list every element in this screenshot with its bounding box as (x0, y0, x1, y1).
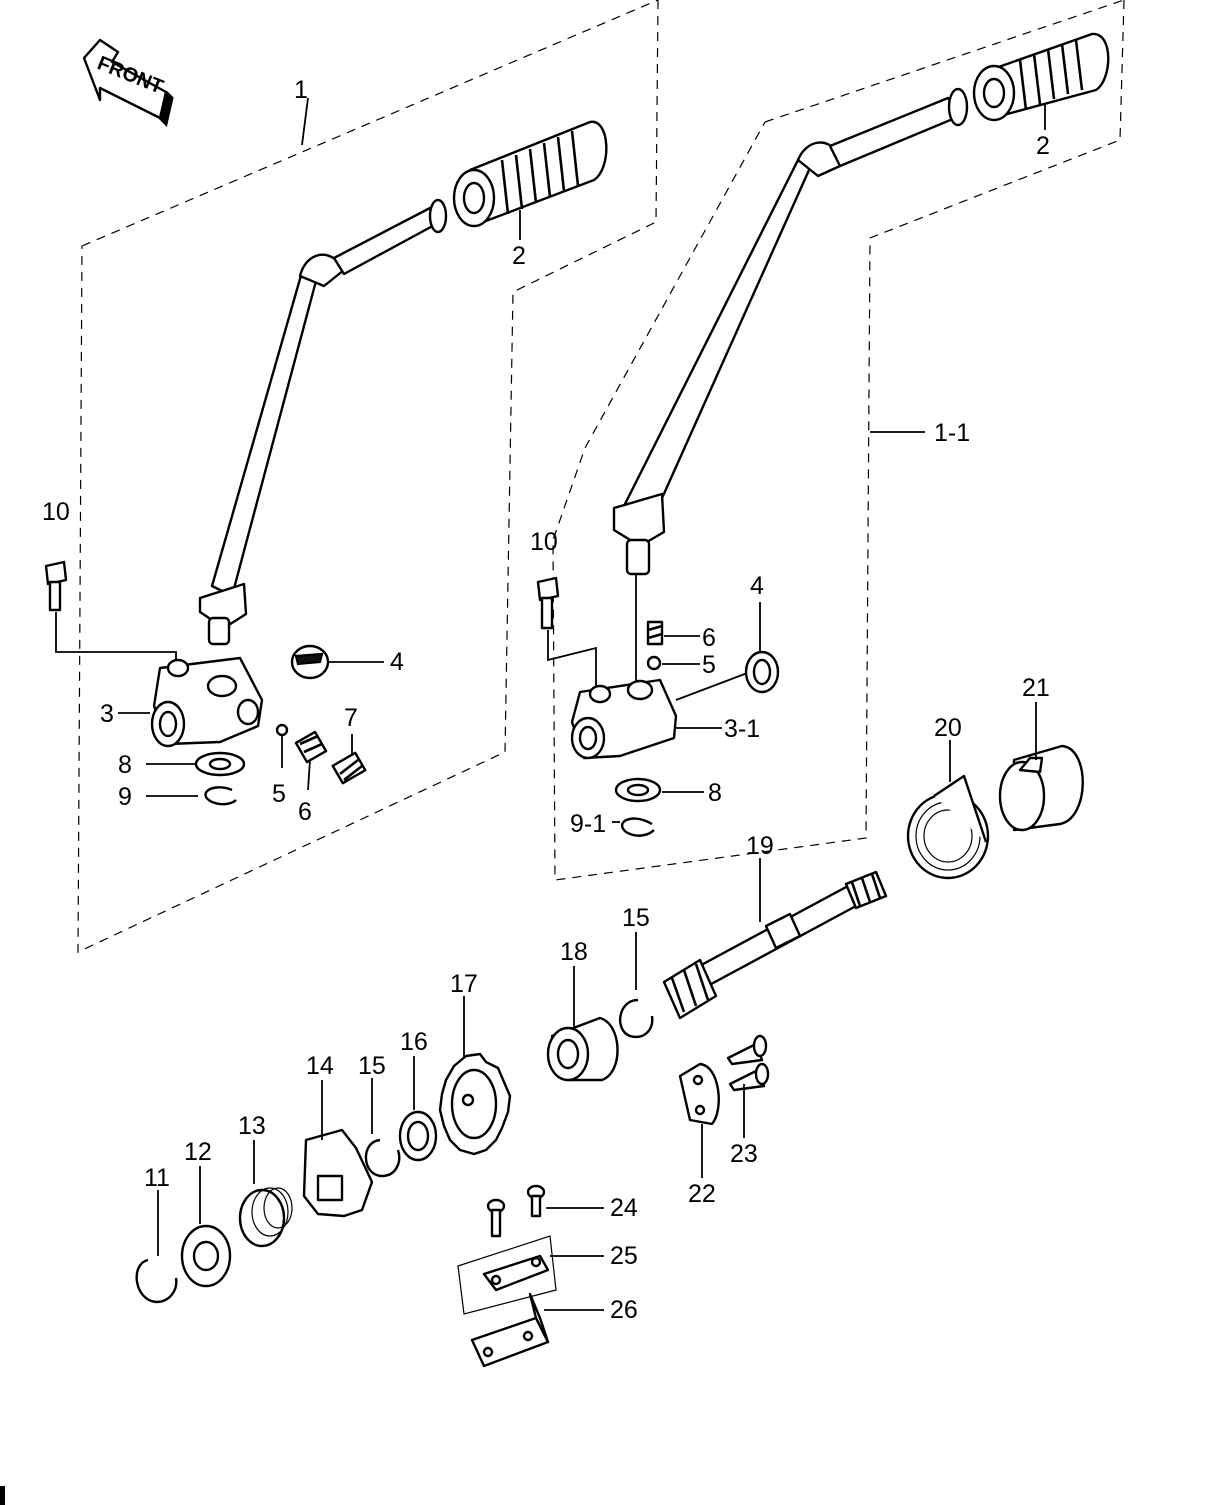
bolt-23-upper (726, 1034, 768, 1066)
ball-5-left (275, 723, 289, 737)
front-arrow-icon: FRONT (82, 38, 174, 127)
callout-12: 12 (184, 1138, 212, 1166)
assembly-1-outline (77, 0, 659, 953)
circlip-9-1-right (612, 817, 655, 837)
plunger-7-left (331, 734, 367, 785)
bolt-23-lower (728, 1062, 770, 1138)
bolt-24-right (526, 1184, 604, 1218)
callout-20: 20 (934, 714, 962, 742)
washer-12 (180, 1166, 232, 1288)
callout-9: 9 (118, 783, 132, 811)
callout-1: 1 (294, 76, 308, 104)
cap-4-left (290, 644, 384, 680)
grip-left (452, 120, 608, 228)
circlip-9-left (146, 786, 237, 806)
gear-17 (438, 996, 512, 1156)
callout-labels: 1 2 2 1-1 10 10 3 4 4 5 5 6 6 7 8 8 9 9-… (42, 76, 1050, 1324)
edge-mark (0, 1486, 5, 1505)
bolt-24-left (486, 1198, 506, 1238)
callout-10: 10 (530, 528, 558, 556)
callout-22: 22 (688, 1180, 716, 1208)
callout-2: 2 (1036, 132, 1050, 160)
bushing-21 (998, 702, 1084, 832)
washer-16 (398, 1056, 438, 1162)
assembly-1-1-outline (552, 0, 1125, 881)
callout-5: 5 (272, 780, 286, 808)
callout-6: 6 (702, 624, 716, 652)
callout-23: 23 (730, 1140, 758, 1168)
callout-15: 15 (622, 904, 650, 932)
callout-4: 4 (390, 648, 404, 676)
callout-3: 3 (100, 700, 114, 728)
callout-1-1: 1-1 (934, 419, 970, 447)
callout-19: 19 (746, 832, 774, 860)
cap-4-right (744, 602, 780, 694)
callout-6: 6 (298, 798, 312, 826)
callout-18: 18 (560, 938, 588, 966)
callout-16: 16 (400, 1028, 428, 1056)
pivot-3-1-right (570, 574, 751, 760)
callout-7: 7 (344, 704, 358, 732)
circlip-15-upper (618, 932, 654, 1039)
callout-5: 5 (702, 651, 716, 679)
callout-8: 8 (708, 779, 722, 807)
washer-8-left (146, 751, 246, 777)
washer-8-right (614, 777, 704, 803)
callout-26: 26 (610, 1296, 638, 1324)
kick-shaft-19 (662, 858, 888, 1020)
kick-lever-right (612, 32, 1110, 576)
return-spring-20 (906, 740, 990, 880)
callout-25: 25 (610, 1242, 638, 1270)
callout-11: 11 (144, 1164, 170, 1192)
bracket-26 (470, 1292, 604, 1368)
callout-4: 4 (750, 572, 764, 600)
circlip-15-lower (364, 1078, 401, 1178)
collar-18 (546, 966, 619, 1082)
ball-5-right (646, 655, 700, 671)
kick-lever-left (198, 120, 608, 646)
spring-13 (238, 1140, 293, 1248)
callout-2: 2 (512, 242, 526, 270)
callout-14: 14 (306, 1052, 334, 1080)
bolt-10-right (536, 576, 597, 690)
circlip-11 (135, 1190, 178, 1304)
callout-13: 13 (238, 1112, 266, 1140)
callout-8: 8 (118, 751, 132, 779)
callout-10: 10 (42, 498, 70, 526)
spring-6-right (646, 620, 700, 646)
callout-21: 21 (1022, 674, 1050, 702)
spring-6-left (294, 730, 328, 791)
ratchet-14 (302, 1080, 374, 1218)
pivot-3-left (118, 656, 264, 748)
callout-9-1: 9-1 (570, 810, 606, 838)
grip-right (972, 32, 1110, 122)
callout-3-1: 3-1 (724, 715, 760, 743)
plate-25 (457, 1235, 604, 1315)
callout-17: 17 (450, 970, 478, 998)
stopper-22 (678, 1062, 720, 1178)
bolt-10-left (44, 560, 177, 668)
callout-24: 24 (610, 1194, 638, 1222)
callout-15: 15 (358, 1052, 386, 1080)
